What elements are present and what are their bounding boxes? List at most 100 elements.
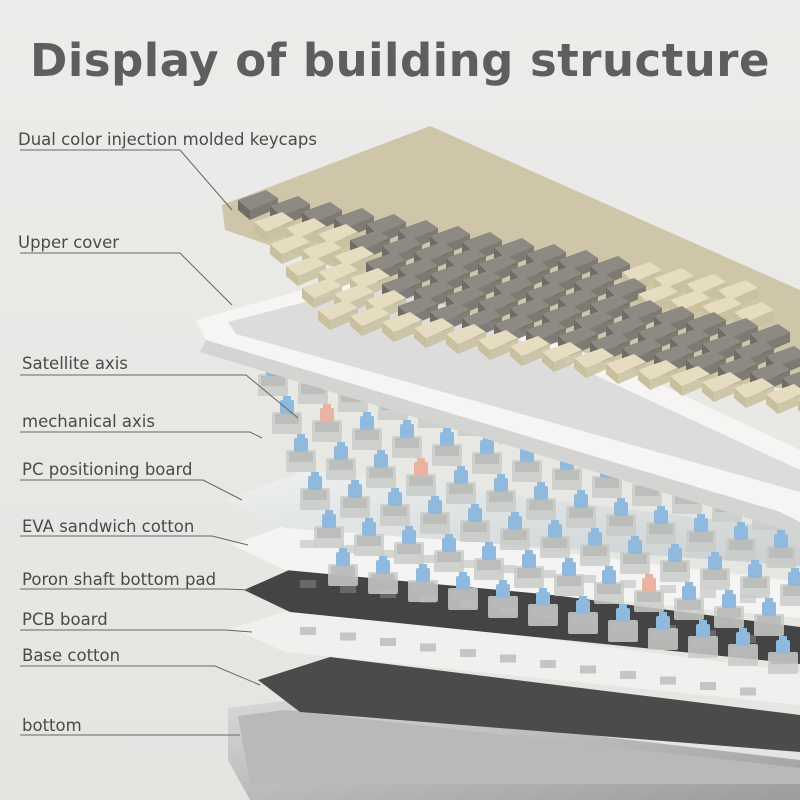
- keycap: [238, 190, 278, 220]
- keycap: [766, 384, 800, 414]
- switch: [488, 580, 518, 618]
- leader-eva-cotton: [20, 535, 249, 546]
- keycap: [350, 306, 390, 336]
- leader-pcb-board: [20, 629, 253, 633]
- plate-cutout: [380, 638, 396, 646]
- switch: [314, 510, 344, 548]
- keycap: [382, 312, 422, 342]
- keycap: [638, 360, 678, 390]
- keycap-set: [222, 126, 800, 414]
- leader-poron-pad: [20, 588, 251, 591]
- switch: [434, 534, 464, 572]
- plate-cutout: [300, 540, 316, 548]
- switch: [500, 512, 530, 550]
- keycap: [734, 378, 774, 408]
- switch: [474, 542, 504, 580]
- keycap: [670, 366, 710, 396]
- plate-cutout: [700, 682, 716, 690]
- switch: [328, 548, 358, 586]
- switch: [394, 526, 424, 564]
- plate-cutout: [580, 665, 596, 674]
- switch: [446, 466, 476, 504]
- switch: [380, 488, 410, 526]
- switch: [352, 412, 382, 450]
- switch: [660, 544, 690, 582]
- keycap: [510, 336, 550, 366]
- switch: [728, 628, 758, 666]
- plate-cutout: [300, 580, 316, 588]
- plate-cutout: [420, 643, 436, 652]
- switch: [646, 506, 676, 544]
- switch: [608, 604, 638, 642]
- switch: [392, 420, 422, 458]
- switch: [526, 482, 556, 520]
- switch: [580, 528, 610, 566]
- plate-cutout: [500, 654, 516, 663]
- plate-cutout: [420, 555, 436, 563]
- switch: [620, 536, 650, 574]
- switch-array: [258, 358, 800, 674]
- switch: [554, 558, 584, 596]
- switch: [366, 450, 396, 488]
- label-upper-cover: Upper cover: [18, 233, 120, 252]
- keycap: [318, 300, 358, 330]
- switch: [700, 552, 730, 590]
- keycap: [302, 278, 342, 308]
- plate-cutout: [380, 550, 396, 558]
- leader-satellite-axis: [20, 374, 299, 419]
- pcb-board-layer: [232, 607, 800, 705]
- leader-mechanical-axis: [20, 431, 263, 439]
- switch: [340, 480, 370, 518]
- switch: [448, 572, 478, 610]
- plate-cutout: [740, 595, 756, 603]
- label-keycaps: Dual color injection molded keycaps: [18, 130, 317, 149]
- switch: [674, 582, 704, 620]
- switch: [354, 518, 384, 556]
- plate-cutout: [460, 649, 476, 657]
- switch: [768, 636, 798, 674]
- plate-cutout: [300, 627, 316, 635]
- plate-cutout: [340, 545, 356, 553]
- label-satellite-axis: Satellite axis: [22, 354, 128, 373]
- plate-cutout: [500, 565, 516, 573]
- plate-cutout: [460, 560, 476, 568]
- leader-keycaps: [20, 149, 233, 211]
- switch: [512, 444, 542, 482]
- switch: [326, 442, 356, 480]
- leader-upper-cover: [20, 252, 233, 306]
- keycap: [286, 256, 326, 286]
- switch: [606, 498, 636, 536]
- leader-lines: [20, 149, 299, 736]
- label-mechanical-axis: mechanical axis: [22, 412, 155, 431]
- switch: [634, 574, 664, 612]
- switch: [726, 522, 756, 560]
- switch: [754, 598, 784, 636]
- label-base-cotton: Base cotton: [22, 646, 121, 665]
- switch: [648, 612, 678, 650]
- plate-cutout: [340, 632, 356, 641]
- plate-cutout: [660, 676, 676, 685]
- plate-cutout: [540, 660, 556, 668]
- keycap: [478, 330, 518, 360]
- label-pcb-board: PCB board: [22, 610, 108, 629]
- label-pc-board: PC positioning board: [22, 460, 193, 479]
- switch: [300, 472, 330, 510]
- plate-cutout: [700, 590, 716, 598]
- switch: [406, 458, 436, 496]
- keycap: [606, 354, 646, 384]
- switch: [368, 556, 398, 594]
- switch: [486, 474, 516, 512]
- plate-cutout: [540, 570, 556, 578]
- switch: [432, 428, 462, 466]
- keycap: [446, 324, 486, 354]
- plate-cutout: [660, 585, 676, 593]
- keycap: [574, 348, 614, 378]
- switch: [686, 514, 716, 552]
- keycap: [270, 234, 310, 264]
- switch: [568, 596, 598, 634]
- label-bottom: bottom: [22, 716, 82, 735]
- switch: [408, 564, 438, 602]
- switch: [688, 620, 718, 658]
- leader-base-cotton: [20, 665, 261, 686]
